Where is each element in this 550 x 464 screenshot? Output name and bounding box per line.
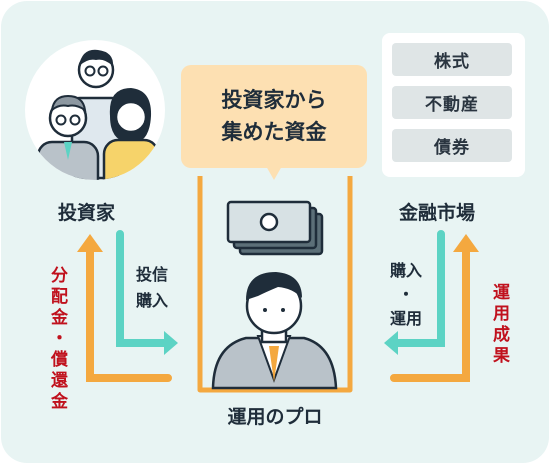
professional-label: 運用のプロ bbox=[227, 406, 323, 428]
fund-bubble-line1: 投資家から bbox=[221, 88, 327, 112]
investment-results-label: 運用成果 bbox=[489, 283, 509, 367]
purchase-manage-label: 購入 ・ 運用 bbox=[381, 259, 431, 331]
investor-group-icon bbox=[25, 40, 165, 180]
money-stack-icon bbox=[226, 200, 324, 256]
fund-bubble-line2: 集めた資金 bbox=[221, 120, 327, 144]
market-item-real-estate: 不動産 bbox=[392, 86, 512, 119]
professional-frame bbox=[197, 176, 353, 393]
invest-purchase-line1: 投信 bbox=[136, 265, 169, 284]
invest-purchase-label: 投信 購入 bbox=[136, 262, 168, 314]
purchase-manage-line1: 購入 bbox=[389, 261, 422, 280]
invest-purchase-line2: 購入 bbox=[136, 291, 169, 310]
purchase-arrow bbox=[390, 230, 445, 347]
purchase-manage-dot: ・ bbox=[397, 285, 414, 304]
fund-bubble-text: 投資家から 集めた資金 bbox=[181, 84, 367, 148]
purchase-manage-line2: 運用 bbox=[389, 309, 422, 328]
fund-bubble-shape bbox=[181, 65, 367, 180]
market-label: 金融市場 bbox=[399, 202, 476, 224]
market-item-stocks: 株式 bbox=[392, 43, 512, 76]
market-list: 株式 不動産 債券 bbox=[382, 33, 525, 177]
distribution-redemption-label: 分配金・償還金 bbox=[47, 266, 67, 413]
fund-manager-icon bbox=[211, 272, 338, 390]
investor-label: 投資家 bbox=[58, 202, 116, 224]
results-arrow bbox=[390, 246, 470, 382]
market-item-bonds: 債券 bbox=[392, 129, 512, 162]
invest-arrow bbox=[116, 230, 172, 347]
distribution-arrow bbox=[86, 246, 172, 382]
